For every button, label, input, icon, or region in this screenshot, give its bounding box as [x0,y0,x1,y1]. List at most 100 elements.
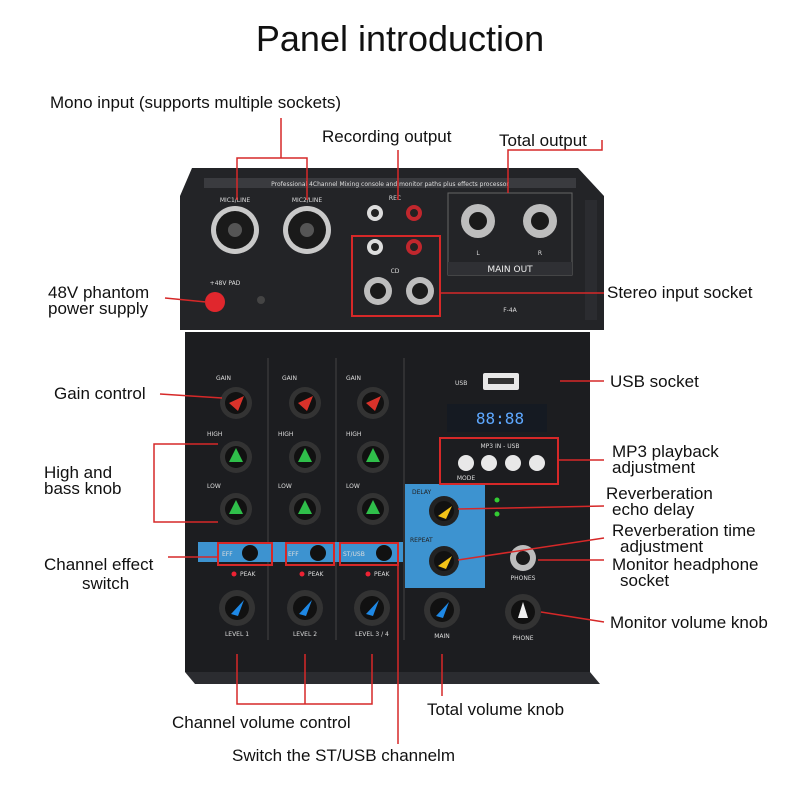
mp3in-usb-label: MP3 IN - USB [480,443,519,450]
pad-label: +48V PAD [210,280,241,287]
ch1-level-knob [219,590,255,626]
callout-lines [153,118,605,744]
rec-label: REC [389,195,401,202]
phone-label: PHONE [512,635,533,642]
phantom-label-line2: power supply [48,299,149,318]
ch3-low-knob [357,493,389,525]
high-bass-label-line2: bass knob [44,479,122,498]
phantom-label-line1: 48V phantom [48,283,150,302]
ch2-eff-switch [310,545,326,561]
stereo-input-box [351,235,441,317]
led-display [447,404,547,432]
main-out-bar [448,262,572,275]
ch3-low-label: LOW [346,483,360,490]
mic1-label: MIC1/LINE [220,197,251,204]
mp3-mode-button [458,455,474,471]
ch3-st-usb-label: ST/USB [343,551,365,558]
mp3-play-button [505,455,521,471]
level34-label: LEVEL 3 / 4 [355,631,389,638]
delay-label: DELAY [412,489,432,496]
mic1-combo-jack [211,206,259,254]
main-out-l-label: L [476,250,480,257]
total-output-label: Total output [499,131,587,150]
ch2-high-knob [289,441,321,473]
mp3-prev-button [481,455,497,471]
reverb-echo-label-line2: echo delay [612,500,695,519]
ch3-gain-label: GAIN [346,375,361,382]
st-usb-switch-label: Switch the ST/USB channelm [232,746,455,765]
ch2-high-label: HIGH [278,431,293,438]
ch3-peak-label: PEAK [374,571,391,578]
mic2-label: MIC2/LINE [292,197,323,204]
callout-boxes [217,235,559,566]
repeat-label: REPEAT [410,537,433,544]
mixer-header-strip [204,178,576,188]
usb-socket-label: USB socket [610,372,699,391]
channel-volume-label: Channel volume control [172,713,351,732]
usb-panel-label: USB [455,380,467,387]
ch2-level-knob [287,590,323,626]
main-out-r-label: R [538,250,542,257]
level2-label: LEVEL 2 [293,631,317,638]
ch2-gain-label: GAIN [282,375,297,382]
phones-label: PHONES [511,575,536,582]
total-volume-label: Total volume knob [427,700,565,719]
ch2-eff-box [285,542,335,566]
st-usb-box [339,542,399,566]
phantom-led [257,296,265,304]
ch3-high-label: HIGH [346,431,361,438]
main-volume-knob [424,592,460,628]
phone-volume-knob [505,594,541,630]
model-label: F-4A [503,307,517,314]
phantom-power-button [205,292,225,312]
ch1-gain-knob [220,387,252,419]
mixer-header-text: Professional 4Channel Mixing console and… [271,181,509,188]
effect-switch-label-line1: Channel effect [44,555,154,574]
ch2-low-knob [289,493,321,525]
mp3-label-line1: MP3 playback [612,442,719,461]
ch1-high-knob [220,441,252,473]
recording-output-label: Recording output [322,127,452,146]
high-bass-label-line1: High and [44,463,113,482]
main-label: MAIN [434,633,450,640]
mp3-box [439,437,559,485]
ch3-high-knob [357,441,389,473]
ch3-level-knob [354,590,390,626]
mixer-top-body [180,168,604,330]
ch3-gain-knob [357,387,389,419]
ch1-eff-box [217,542,273,566]
ch1-eff-label: EFF [222,551,233,558]
ch1-low-label: LOW [207,483,221,490]
reverb-time-label-line1: Reverberation time [612,521,756,540]
ch2-eff-label: EFF [288,551,299,558]
side-grille [585,200,597,320]
mp3-label-line2: adjustment [612,458,696,477]
mp3-next-button [529,455,545,471]
reverb-echo-label-line1: Reverberation [606,484,713,503]
gain-control-label: Gain control [54,384,146,403]
ch1-eff-switch [242,545,258,561]
level1-label: LEVEL 1 [225,631,249,638]
headphone-label-line2: socket [620,571,670,590]
mic2-combo-jack [283,206,331,254]
ch1-high-label: HIGH [207,431,222,438]
mode-label: MODE [457,475,476,482]
cd-label: CD [391,268,400,275]
main-out-label: MAIN OUT [487,265,533,275]
effect-switch-label-line2: switch [82,574,130,593]
display-digits: 88:88 [476,409,524,428]
reverb-time-label-line2: adjustment [620,537,704,556]
ch1-low-knob [220,493,252,525]
monitor-volume-label: Monitor volume knob [610,613,768,632]
page-title: Panel introduction [255,18,545,59]
ch2-peak-label: PEAK [308,571,325,578]
ch2-gain-knob [289,387,321,419]
ch1-peak-label: PEAK [240,571,257,578]
ch2-low-label: LOW [278,483,292,490]
ch1-gain-label: GAIN [216,375,231,382]
stereo-input-label: Stereo input socket [607,283,753,302]
delay-knob [429,496,459,526]
st-usb-switch [376,545,392,561]
